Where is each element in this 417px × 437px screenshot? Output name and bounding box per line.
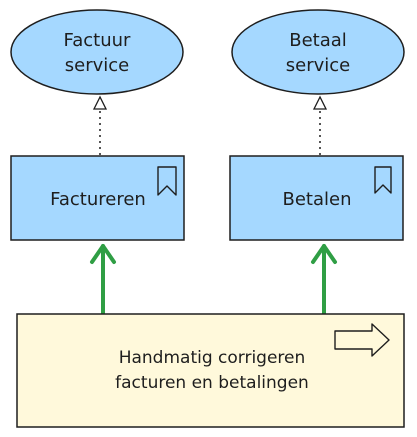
process-betalen-shape: [229, 155, 404, 241]
process-betalen[interactable]: Betalen: [229, 155, 404, 241]
process-betalen-label: Betalen: [283, 189, 352, 210]
service-factuur-label-line2: service: [65, 55, 129, 76]
hollow-triangle-arrowhead-icon: [312, 95, 328, 110]
arrow-right-icon: [334, 323, 390, 357]
process-factureren-shape: [10, 155, 185, 241]
event-label-line1: Handmatig corrigeren: [119, 348, 306, 368]
trigger-event-to-factureren: [90, 244, 116, 316]
trigger-event-to-betalen: [311, 244, 337, 316]
hollow-triangle-arrowhead-icon: [92, 95, 108, 110]
event-handmatig-corrigeren[interactable]: Handmatig corrigeren facturen en betalin…: [16, 313, 405, 428]
service-betaal-shape: [231, 9, 405, 95]
process-factureren[interactable]: Factureren: [10, 155, 185, 241]
bookmark-icon: [374, 166, 392, 194]
arrowhead-icon: [311, 244, 337, 264]
event-label-line2: facturen en betalingen: [115, 373, 309, 393]
service-betaal[interactable]: Betaal service: [231, 9, 405, 95]
realization-factureren-to-factuur-service: [92, 95, 108, 155]
service-betaal-label-line1: Betaal: [289, 30, 347, 51]
service-factuur[interactable]: Factuur service: [10, 9, 184, 95]
bookmark-icon: [157, 166, 177, 196]
realization-betalen-to-betaal-service: [312, 95, 328, 155]
service-betaal-label-line2: service: [286, 55, 350, 76]
service-factuur-label-line1: Factuur: [64, 30, 132, 51]
process-factureren-label: Factureren: [50, 189, 146, 210]
service-factuur-shape: [10, 9, 184, 95]
arrowhead-icon: [90, 244, 116, 264]
event-shape: [16, 313, 405, 428]
